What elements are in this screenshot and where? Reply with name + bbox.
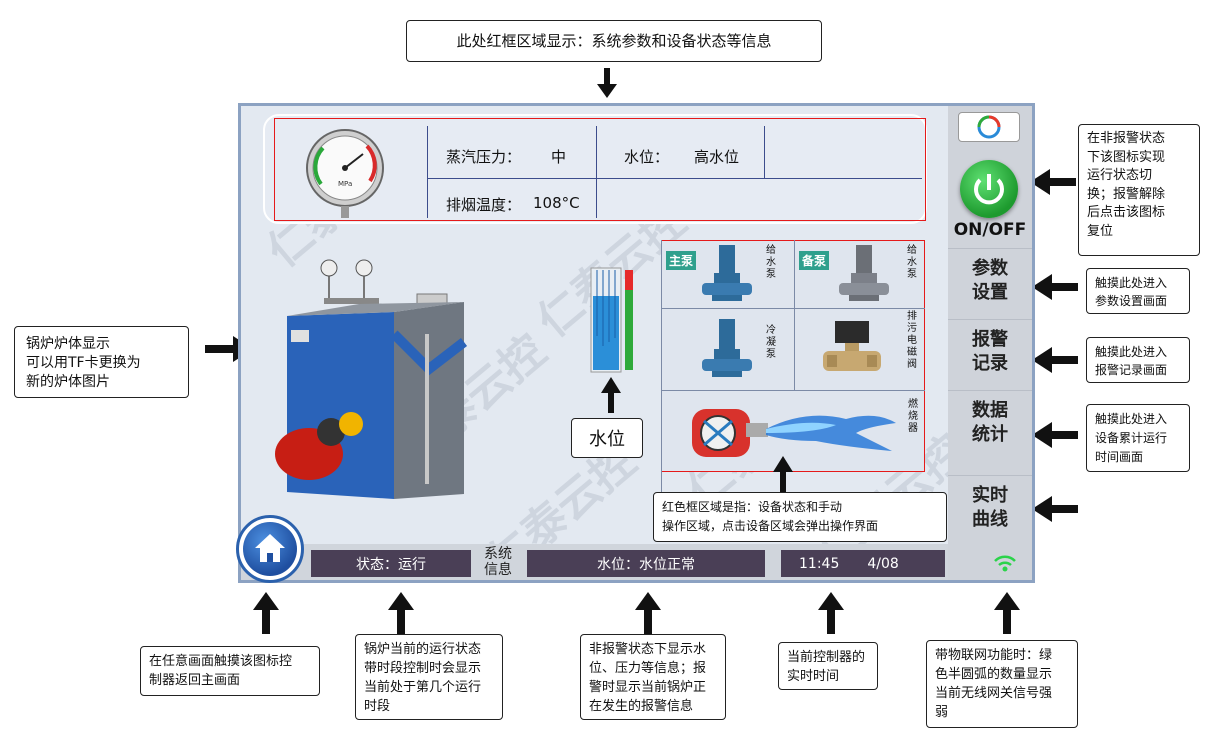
- info-divider: [596, 126, 597, 218]
- logo-icon: [958, 112, 1020, 142]
- right-menu: ON/OFF 参数 设置 报警 记录 数据 统计 实时 曲线: [948, 106, 1032, 580]
- callout-params: 触摸此处进入 参数设置画面: [1086, 268, 1190, 314]
- drain-valve-label: 排 污 电 磁 阀: [907, 311, 917, 370]
- hmi-screen: 仁泰云控 仁泰云控 仁泰云控 仁泰云控 仁泰云控 仁泰云控 MPa 蒸汽压力： …: [238, 103, 1035, 588]
- info-redbox: [274, 118, 926, 221]
- arrow-up-icon: [635, 592, 661, 634]
- system-info-label[interactable]: 系统 信息: [484, 546, 512, 578]
- flue-temp-label: 排烟温度：: [446, 196, 522, 214]
- onoff-label: ON/OFF: [953, 220, 1027, 240]
- grid-line: [661, 240, 662, 540]
- steam-pressure-label: 蒸汽压力：: [446, 148, 522, 166]
- feed-pump-label: 给 水 泵: [907, 245, 917, 280]
- wifi-signal-icon: [994, 555, 1016, 572]
- feed-pump-label: 给 水 泵: [766, 245, 776, 280]
- realtime-curve-button[interactable]: 实时 曲线: [948, 475, 1032, 539]
- steam-pressure-value: 中: [551, 148, 567, 166]
- backup-pump-tag: 备泵: [799, 251, 830, 270]
- water-level-tag: 水位: [571, 418, 643, 458]
- main-area: 仁泰云控 仁泰云控 仁泰云控 仁泰云控 仁泰云控 仁泰云控 MPa 蒸汽压力： …: [241, 106, 976, 588]
- alarm-record-button[interactable]: 报警 记录: [948, 319, 1032, 383]
- arrow-up-icon: [773, 456, 793, 494]
- info-divider: [427, 126, 428, 218]
- callout-home: 在任意画面触摸该图标控 制器返回主画面: [140, 646, 320, 696]
- arrow-left-icon: [1032, 422, 1078, 448]
- arrow-left-icon: [1032, 347, 1078, 373]
- info-panel: [263, 114, 927, 224]
- boiler-image[interactable]: [269, 254, 531, 519]
- arrow-up-icon: [994, 592, 1020, 634]
- drain-valve[interactable]: 排 污 电 磁 阀: [795, 309, 925, 390]
- time-value: 11:45: [799, 555, 840, 572]
- callout-boiler-frame: [14, 326, 189, 398]
- params-button[interactable]: 参数 设置: [948, 248, 1032, 312]
- gauge-unit: MPa: [338, 180, 352, 188]
- date-value: 4/08: [867, 555, 899, 572]
- condensate-pump-label: 冷 凝 泵: [766, 325, 776, 360]
- callout-system-params: 此处红框区域显示：系统参数和设备状态等信息: [406, 20, 822, 62]
- arrow-up-icon: [388, 592, 414, 634]
- burner-label: 燃 烧 器: [908, 399, 918, 434]
- grid-line: [794, 240, 795, 390]
- home-button-inner: [243, 522, 297, 576]
- pump-icon: [702, 319, 752, 377]
- condensate-pump[interactable]: 冷 凝 泵: [662, 309, 794, 390]
- power-button[interactable]: [960, 160, 1018, 218]
- power-icon: [974, 174, 1004, 205]
- arrow-up-icon: [601, 377, 621, 413]
- arrow-left-icon: [1030, 169, 1076, 195]
- arrow-up-icon: [818, 592, 844, 634]
- data-stats-button[interactable]: 数据 统计: [948, 390, 1032, 454]
- arrow-left-icon: [1032, 274, 1078, 300]
- run-status: 状态：运行: [311, 550, 471, 577]
- arrow-up-icon: [253, 592, 279, 634]
- water-status-message: 水位：水位正常: [527, 550, 765, 577]
- pump-icon: [702, 245, 752, 301]
- callout-onoff: 在非报警状态 下该图标实现 运行状态切 换；报警解除 后点击该图标 复位: [1078, 124, 1200, 256]
- grid-line: [661, 390, 925, 391]
- info-divider: [764, 126, 765, 178]
- callout-alarm: 触摸此处进入 报警记录画面: [1086, 337, 1190, 383]
- burner[interactable]: 燃 烧 器: [662, 391, 925, 471]
- info-divider: [427, 178, 922, 179]
- callout-wifi: 带物联网功能时：绿 色半圆弧的数量显示 当前无线网关信号强 弱: [926, 640, 1078, 728]
- main-pump-tag: 主泵: [666, 251, 697, 270]
- callout-run-status: 锅炉当前的运行状态 带时段控制时会显示 当前处于第几个运行 时段: [355, 634, 503, 720]
- pump-icon: [839, 245, 889, 301]
- pressure-gauge-icon: MPa: [306, 129, 384, 218]
- solenoid-valve-icon: [823, 321, 881, 371]
- flame-icon: [766, 415, 896, 451]
- home-button[interactable]: [236, 515, 304, 583]
- status-bar: 状态：运行 系统 信息 水位：水位正常 11:45 4/08: [241, 544, 948, 580]
- callout-water-info: 非报警状态下显示水 位、压力等信息；报 警时显示当前锅炉正 在发生的报警信息: [580, 634, 726, 720]
- burner-fan-icon: [692, 409, 768, 457]
- water-level-gauge[interactable]: [589, 266, 637, 376]
- flue-temp-value: 108°C: [533, 194, 580, 212]
- callout-time: 当前控制器的 实时时间: [778, 642, 878, 690]
- home-icon: [255, 534, 285, 562]
- logo-circle-icon: [977, 115, 1001, 139]
- arrow-down-icon: [597, 68, 617, 98]
- feed-pump-backup[interactable]: 备泵 给 水 泵: [795, 241, 925, 308]
- callout-red-area: 红色框区域是指：设备状态和手动 操作区域，点击设备区域会弹出操作界面: [653, 492, 947, 542]
- datetime-display: 11:45 4/08: [781, 550, 945, 577]
- water-level-value: 高水位: [694, 148, 740, 166]
- water-level-label: 水位：: [624, 148, 670, 166]
- callout-stats: 触摸此处进入 设备累计运行 时间画面: [1086, 404, 1190, 472]
- callout-boiler-body: 锅炉炉体显示 可以用TF卡更换为 新的炉体图片: [18, 330, 183, 395]
- grid-line: [661, 308, 925, 309]
- arrow-left-icon: [1032, 496, 1078, 522]
- feed-pump-main[interactable]: 主泵 给 水 泵: [662, 241, 794, 308]
